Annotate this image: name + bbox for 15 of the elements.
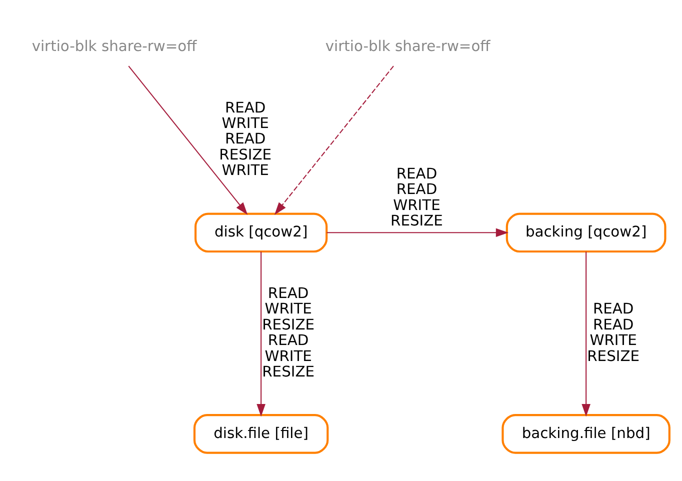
edge-label: READ READ WRITE RESIZE <box>587 300 640 365</box>
node-text: virtio-blk share-rw=off <box>325 38 490 55</box>
arrow <box>326 228 508 238</box>
node-box: disk.file [file] <box>193 414 329 454</box>
edge-label: READ WRITE READ RESIZE WRITE <box>219 99 272 180</box>
node-box: backing.file [nbd] <box>502 414 670 454</box>
edge-label: READ WRITE RESIZE READ WRITE RESIZE <box>262 284 315 380</box>
arrow <box>256 252 266 417</box>
node-text: virtio-blk share-rw=off <box>32 38 197 55</box>
edge-label: READ READ WRITE RESIZE <box>390 165 443 230</box>
arrow <box>582 252 590 417</box>
node-box: backing [qcow2] <box>506 212 666 253</box>
arrow <box>128 66 248 215</box>
node-box: disk [qcow2] <box>194 212 328 253</box>
arrow <box>274 66 394 215</box>
